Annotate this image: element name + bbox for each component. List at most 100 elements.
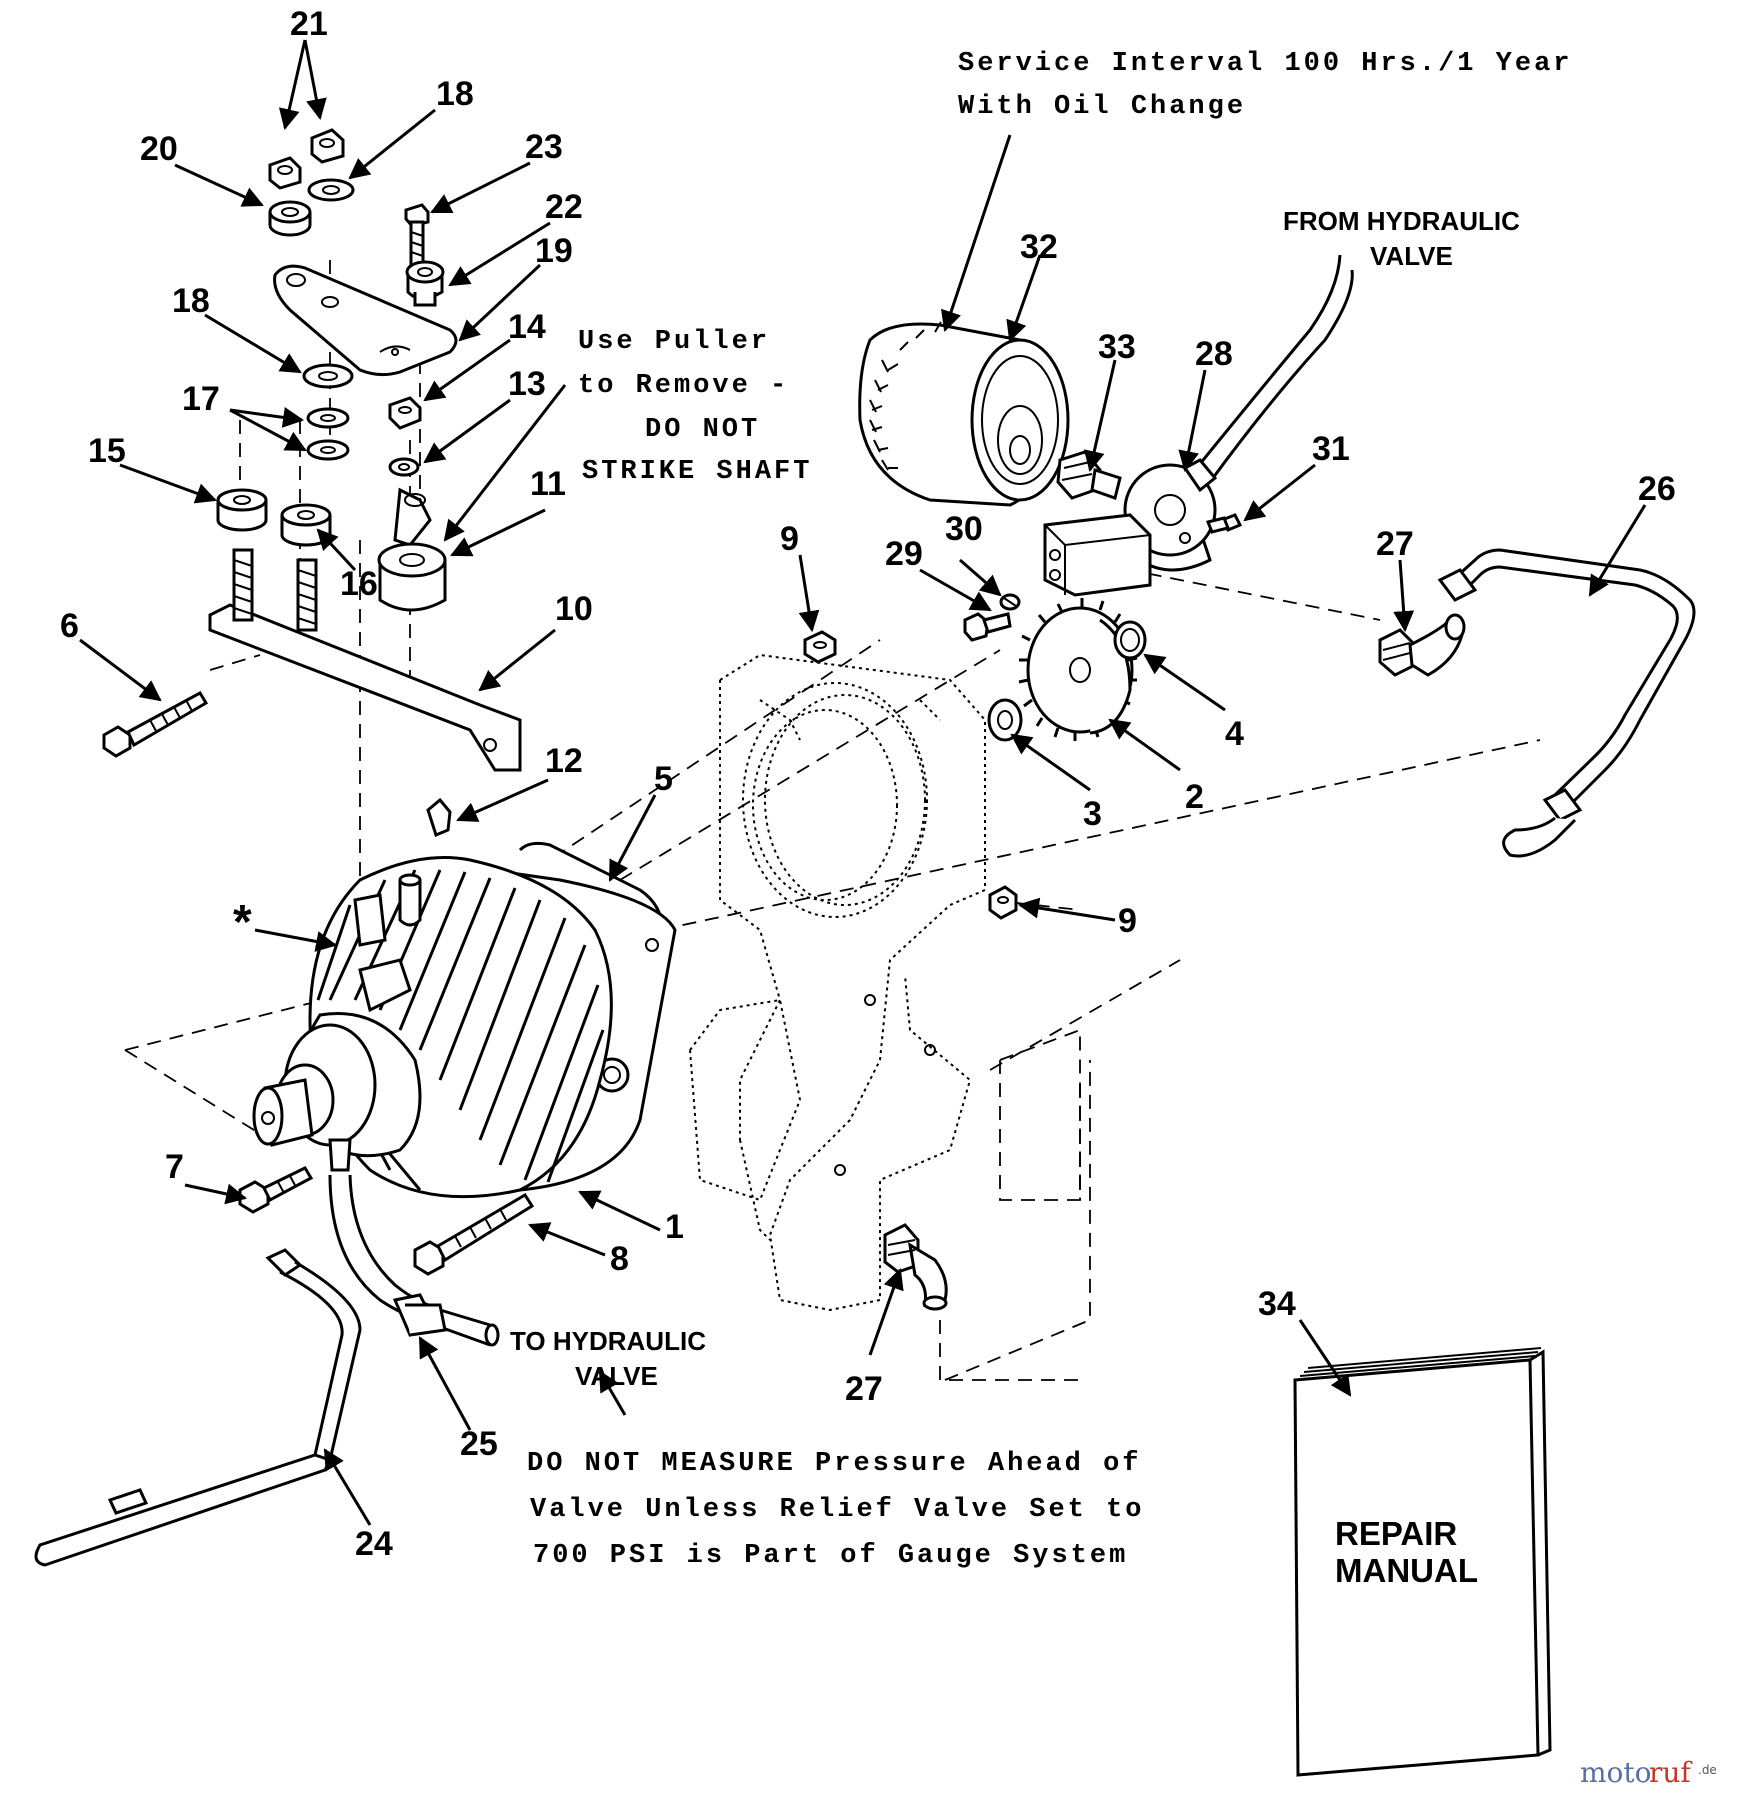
collar-11	[377, 542, 447, 612]
washer-20	[268, 200, 312, 237]
lockwasher-30	[999, 593, 1021, 611]
pressure-note-line2: Valve Unless Relief Valve Set to	[530, 1495, 1144, 1525]
callout-28: 28	[1195, 335, 1233, 373]
bolt-23	[404, 203, 430, 269]
elbow-27-lower	[883, 1223, 948, 1311]
spacer-15	[216, 488, 268, 532]
callout-29: 29	[885, 535, 923, 573]
puller-note-line3: DO NOT	[645, 415, 760, 445]
callout-11: 11	[530, 465, 566, 503]
linkage-arm	[393, 487, 432, 547]
callout-27-lower: 27	[845, 1370, 883, 1408]
puller-note-line2: to Remove -	[578, 371, 789, 401]
manual-title-line1: REPAIR	[1335, 1515, 1457, 1552]
callout-20: 20	[140, 130, 178, 168]
callout-14: 14	[508, 308, 546, 346]
assembly-guide-lines	[124, 230, 1541, 1381]
callout-9-lower: 9	[1118, 902, 1137, 940]
leader-arrows	[79, 39, 1647, 1526]
callout-34: 34	[1258, 1285, 1296, 1323]
callout-numbers: 21 18 20 23 22 19 18 14 13 17 15 11 16 1…	[60, 5, 1676, 1563]
hose-assembly	[34, 1174, 500, 1567]
callout-6: 6	[60, 607, 79, 645]
spacer-16	[280, 503, 332, 547]
tube-26	[1437, 548, 1696, 858]
callout-2: 2	[1185, 778, 1204, 816]
nut-9-lower	[988, 885, 1018, 920]
washer-3	[987, 698, 1023, 742]
elbow-27-upper	[1378, 613, 1466, 677]
hydraulic-pump	[252, 841, 677, 1199]
watermark-part2: ruf	[1649, 1756, 1693, 1789]
screw-31	[1205, 513, 1243, 534]
callout-17: 17	[182, 380, 220, 418]
bushing-22	[405, 260, 445, 307]
callout-18-lower: 18	[172, 282, 210, 320]
manual-title-line2: MANUAL	[1335, 1552, 1478, 1589]
puller-note-line4: STRIKE SHAFT	[582, 457, 812, 487]
washer-18-upper	[307, 178, 355, 202]
gear-2	[1018, 598, 1138, 741]
filter-adapter-28	[1043, 463, 1217, 597]
bolt-6	[102, 690, 209, 758]
callout-13: 13	[508, 365, 546, 403]
nut-21-left	[268, 156, 302, 190]
callout-12: 12	[545, 742, 583, 780]
service-interval-note-line1: Service Interval 100 Hrs./1 Year	[958, 49, 1572, 79]
fitting-25	[392, 1293, 447, 1337]
callout-3: 3	[1083, 795, 1102, 833]
oil-filter-32	[858, 321, 1070, 507]
annotation-notes: Service Interval 100 Hrs./1 Year With Oi…	[510, 49, 1572, 1571]
watermark-suffix: .de	[1698, 1763, 1717, 1777]
callout-32: 32	[1020, 228, 1058, 266]
callout-7: 7	[165, 1148, 184, 1186]
callout-26: 26	[1638, 470, 1676, 508]
stud-left	[232, 548, 254, 622]
callout-4: 4	[1225, 715, 1244, 753]
callout-30: 30	[945, 510, 983, 548]
callout-31: 31	[1312, 430, 1350, 468]
callout-5: 5	[654, 760, 673, 798]
callout-24: 24	[355, 1525, 393, 1563]
from-valve-label-line1: FROM HYDRAULIC	[1283, 206, 1520, 236]
bolt-8	[413, 1192, 535, 1276]
callout-25: 25	[460, 1425, 498, 1463]
nut-9-upper	[803, 630, 837, 664]
washer-13	[388, 457, 420, 477]
callout-1: 1	[665, 1208, 684, 1246]
washers-17	[306, 407, 350, 461]
callout-16: 16	[340, 565, 378, 603]
from-valve-label-line2: VALVE	[1370, 241, 1453, 271]
repair-manual-34: REPAIR MANUAL	[1293, 1347, 1552, 1777]
callout-9-upper: 9	[780, 520, 799, 558]
mounting-bracket-assembly	[208, 128, 522, 838]
watermark-part1: moto	[1580, 1756, 1652, 1789]
callout-8: 8	[610, 1240, 629, 1278]
callout-27-upper: 27	[1376, 525, 1414, 563]
callout-33: 33	[1098, 328, 1136, 366]
fitting-33	[1056, 450, 1122, 500]
bolt-29	[963, 612, 1012, 642]
to-valve-label-line2: VALVE	[575, 1361, 658, 1391]
puller-note-line1: Use Puller	[578, 327, 770, 357]
pressure-note-line1: DO NOT MEASURE Pressure Ahead of	[527, 1449, 1141, 1479]
callout-star: *	[233, 896, 252, 949]
watermark: moto ruf .de	[1580, 1756, 1717, 1789]
to-valve-label-line1: TO HYDRAULIC	[510, 1326, 706, 1356]
ring-4	[1113, 620, 1147, 660]
callout-19: 19	[535, 232, 573, 270]
callout-22: 22	[545, 188, 583, 226]
service-interval-note-line2: With Oil Change	[958, 92, 1246, 122]
callout-18-upper: 18	[436, 75, 474, 113]
callout-10: 10	[555, 590, 593, 628]
callout-21: 21	[290, 5, 328, 43]
stud-right	[296, 558, 318, 632]
bolt-7	[238, 1166, 314, 1214]
pressure-note-line3: 700 PSI is Part of Gauge System	[533, 1541, 1128, 1571]
callout-15: 15	[88, 432, 126, 470]
transmission-housing	[688, 653, 986, 1312]
washer-18-lower	[302, 363, 354, 389]
nut-14	[388, 396, 422, 430]
key-12	[426, 797, 452, 838]
